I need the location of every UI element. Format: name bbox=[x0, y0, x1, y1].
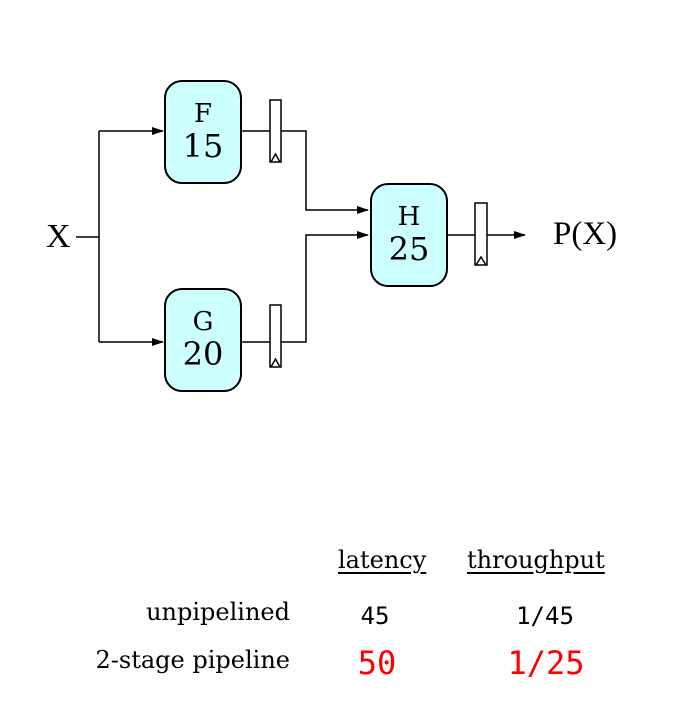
wiring bbox=[76, 99, 526, 368]
pipeline-diagram: X P(X) F 15 G 20 H 25 bbox=[46, 80, 618, 392]
register-h bbox=[474, 202, 488, 266]
block-h-name: H bbox=[397, 201, 421, 232]
throughput-unpipelined: 1/45 bbox=[516, 602, 574, 630]
block-f-name: F bbox=[193, 98, 213, 129]
throughput-header: throughput bbox=[467, 546, 605, 574]
block-g: G 20 bbox=[164, 288, 242, 392]
block-f-delay: 15 bbox=[182, 126, 224, 165]
block-h-delay: 25 bbox=[388, 229, 430, 268]
output-label: P(X) bbox=[553, 216, 618, 252]
block-g-delay: 20 bbox=[182, 334, 224, 373]
block-h: H 25 bbox=[370, 183, 448, 287]
throughput-2-stage: 1/25 bbox=[507, 644, 585, 682]
wire-fregister-to-h bbox=[281, 130, 369, 214]
block-f: F 15 bbox=[164, 80, 242, 184]
row-label-unpipelined: unpipelined bbox=[146, 598, 290, 626]
block-g-name: G bbox=[192, 306, 214, 337]
latency-2-stage: 50 bbox=[357, 644, 397, 682]
input-label: X bbox=[46, 218, 71, 255]
wire-gregister-to-h bbox=[281, 231, 369, 343]
latency-unpipelined: 45 bbox=[360, 602, 390, 630]
latency-header: latency bbox=[338, 546, 427, 574]
row-label-2-stage: 2-stage pipeline bbox=[95, 646, 290, 674]
register-f bbox=[269, 99, 282, 163]
register-g bbox=[269, 304, 282, 368]
